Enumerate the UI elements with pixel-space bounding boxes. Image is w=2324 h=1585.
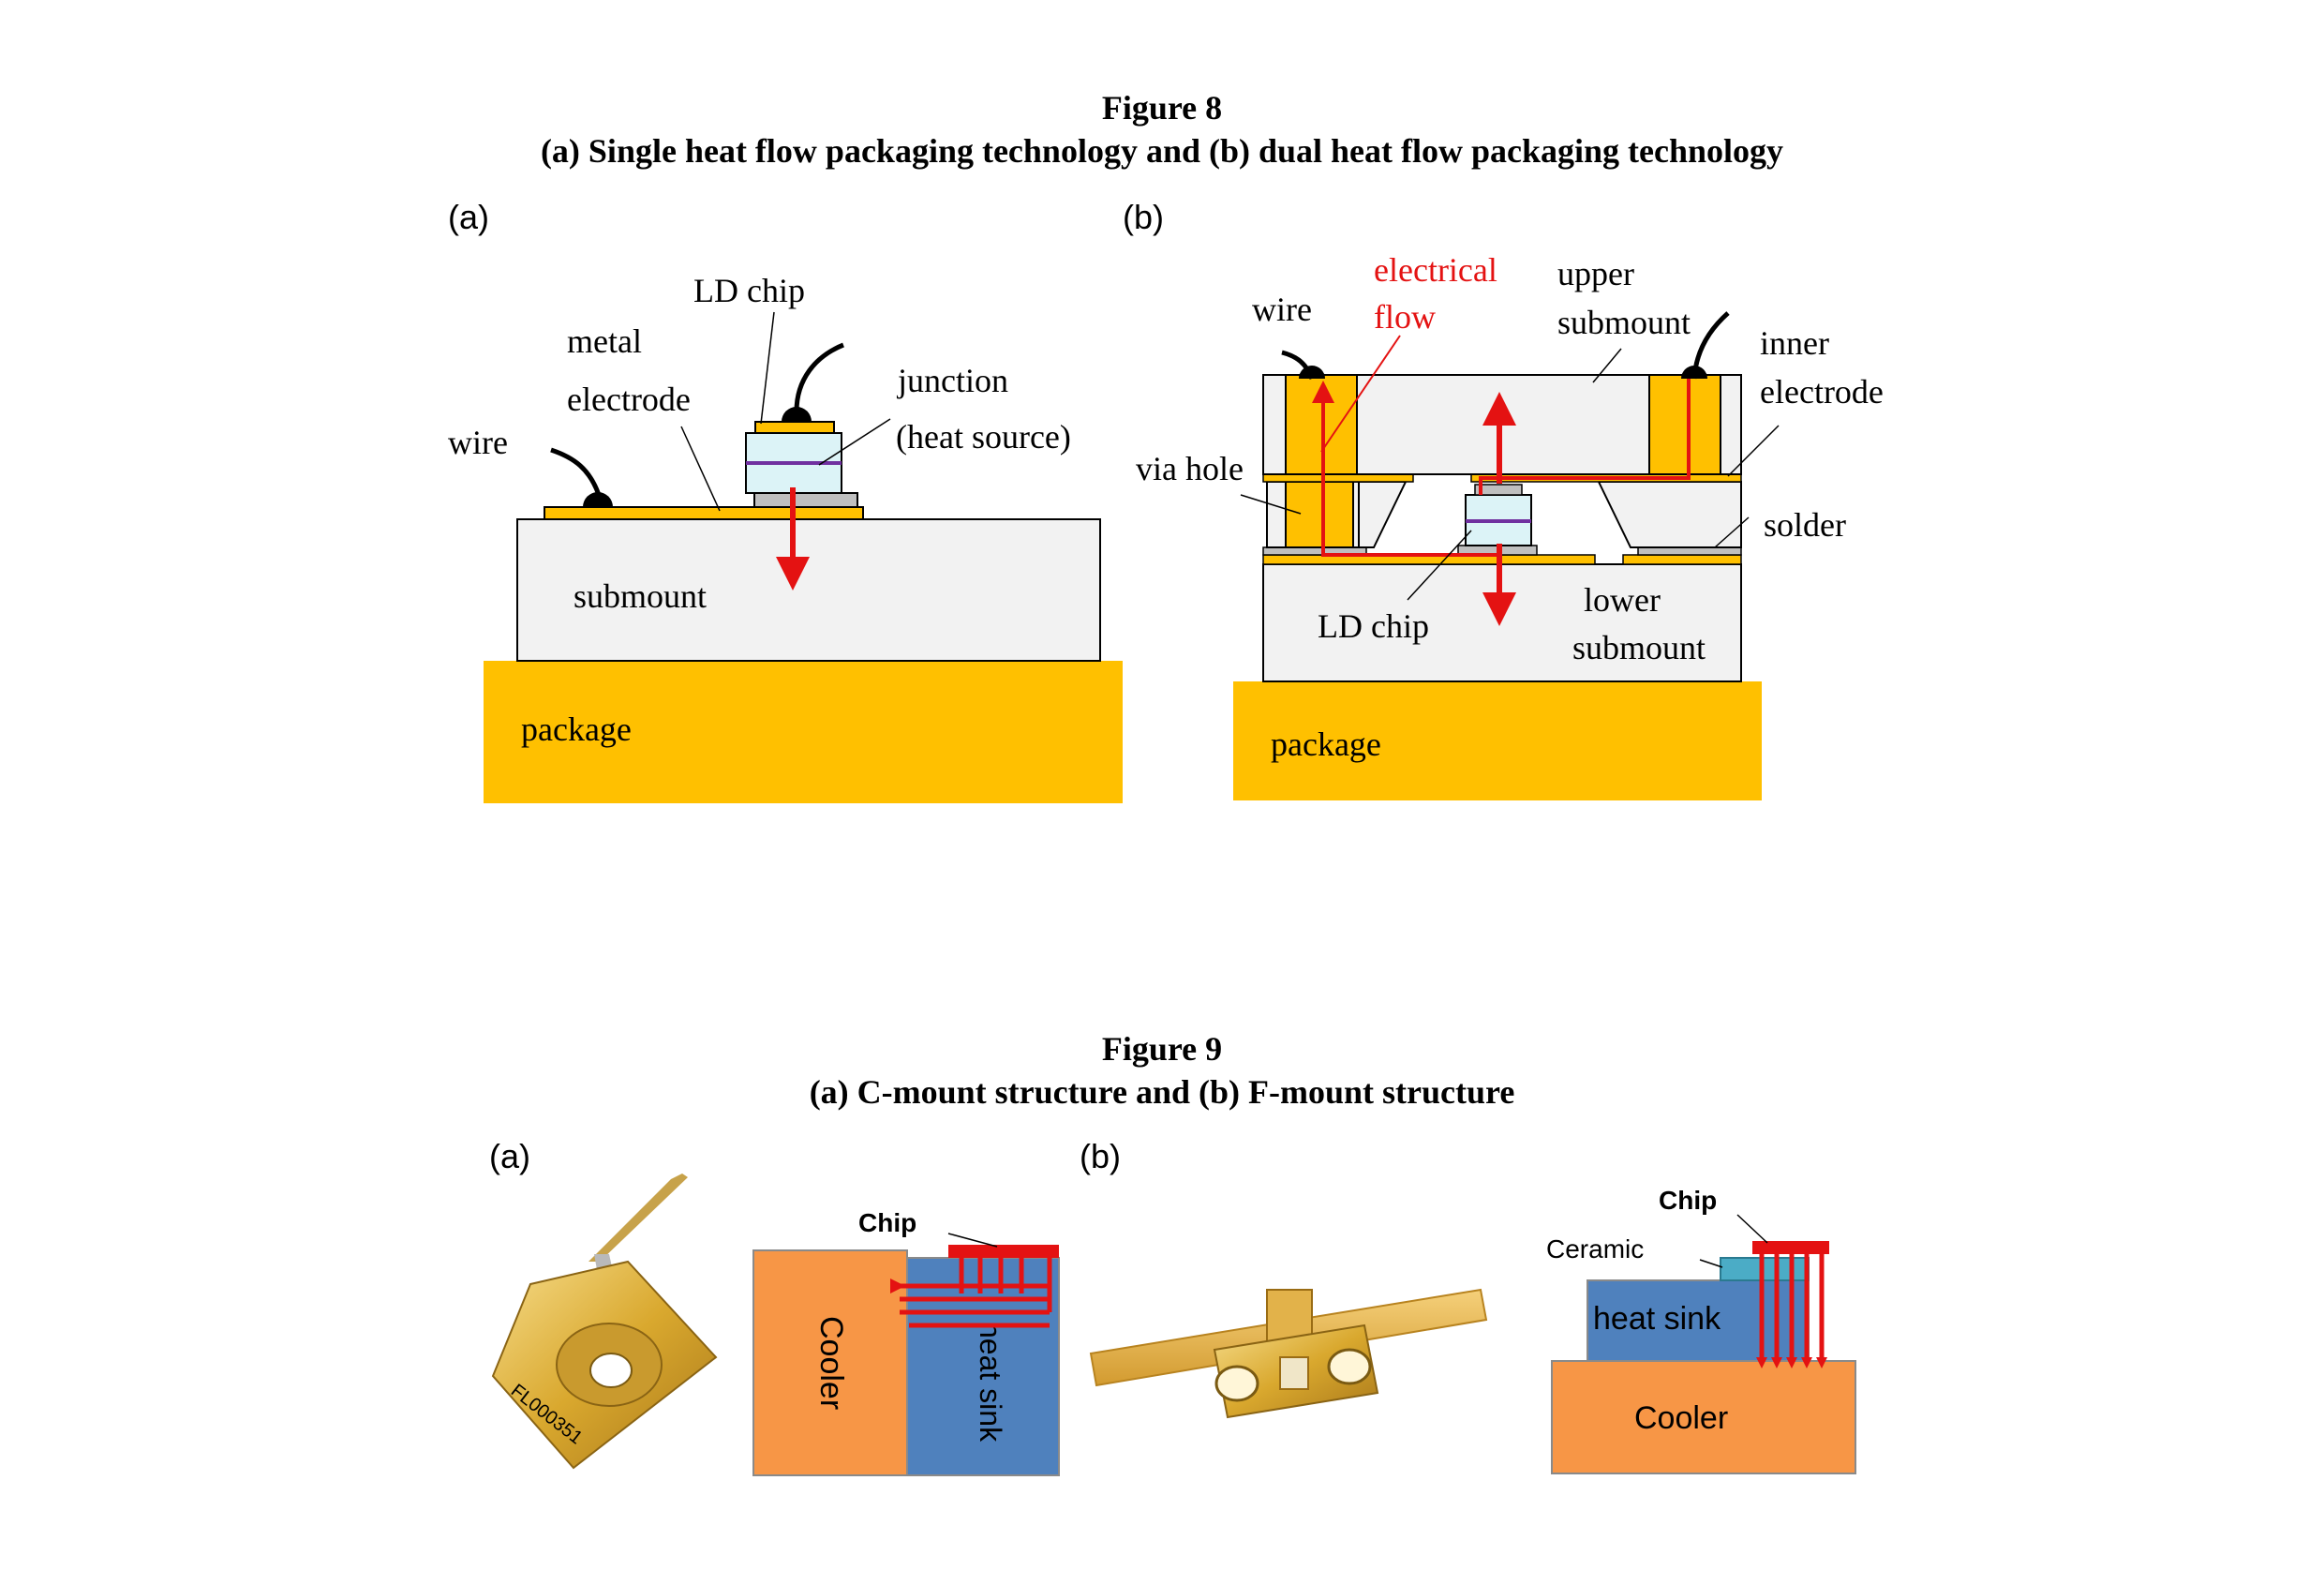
wire-bond-left xyxy=(583,492,613,507)
leader-inner-electrode xyxy=(1727,425,1780,477)
junction-label: junction xyxy=(896,362,1008,399)
chip-a xyxy=(948,1245,1059,1258)
inner-label: inner xyxy=(1760,324,1829,362)
panel-tag-8b: (b) xyxy=(1123,198,1164,236)
wire-bond-b-left xyxy=(1299,366,1325,379)
cooler-block-a xyxy=(752,1249,908,1476)
upper-label: upper xyxy=(1557,255,1634,292)
metal-electrode xyxy=(544,506,864,520)
leader-electrical-flow xyxy=(1320,335,1401,453)
wire-chip xyxy=(794,342,844,412)
leader-chip-a xyxy=(947,1233,998,1248)
heat-flow-arrowhead-a xyxy=(890,1278,905,1293)
heat-sink-label-a: heat sink xyxy=(974,1322,1007,1443)
leader-metal-electrode xyxy=(680,426,721,512)
ld-chip-label: LD chip xyxy=(693,272,805,309)
via-hole-upper-right xyxy=(1648,374,1721,475)
ceramic-block xyxy=(1720,1257,1810,1281)
upper-submount-label: submount xyxy=(1557,304,1691,341)
package-block-b xyxy=(1233,681,1762,800)
cooler-label-a: Cooler xyxy=(813,1316,849,1410)
leader-solder xyxy=(1714,516,1750,548)
electrical-label: electrical xyxy=(1374,251,1497,289)
leader-via-hole xyxy=(1240,494,1302,515)
inner-electrode-label: electrode xyxy=(1760,373,1884,411)
f-mount-hole-left xyxy=(1214,1365,1259,1402)
panel-tag-9b: (b) xyxy=(1080,1137,1121,1175)
c-mount-lead xyxy=(588,1174,688,1262)
lower-electrode-right xyxy=(1622,554,1742,565)
ld-chip-label-b: LD chip xyxy=(1318,607,1429,645)
heat-sink-label-b: heat sink xyxy=(1593,1301,1721,1337)
via-hole-label: via hole xyxy=(1136,450,1244,487)
flow-label: flow xyxy=(1374,298,1436,336)
heat-sink-block-a xyxy=(906,1257,1060,1476)
ceramic-label: Ceramic xyxy=(1546,1234,1644,1264)
leader-chip-b xyxy=(1736,1214,1768,1244)
leader-upper-submount xyxy=(1592,348,1622,383)
electrical-flow-path-right xyxy=(1479,379,1691,495)
f-mount-chip-window xyxy=(1279,1356,1309,1390)
figure8-caption: (a) Single heat flow packaging technolog… xyxy=(540,132,1784,170)
cooler-label-b: Cooler xyxy=(1634,1400,1728,1436)
heat-source-label: (heat source) xyxy=(896,418,1071,456)
leader-junction xyxy=(818,418,891,466)
electrode-label: electrode xyxy=(567,381,691,418)
wire-left xyxy=(550,447,603,499)
package-block xyxy=(484,661,1123,803)
metal-label: metal xyxy=(567,322,642,360)
wire-bond-b-right xyxy=(1681,366,1707,379)
lower-submount-label: submount xyxy=(1572,629,1706,666)
chip-top-electrode xyxy=(754,421,835,434)
upper-electrode-left xyxy=(1262,473,1414,483)
solder-label: solder xyxy=(1764,506,1846,544)
leader-ld-chip xyxy=(760,311,775,425)
heat-flow-arrowheads-b xyxy=(1756,1357,1827,1368)
electrical-flow-path-left xyxy=(1312,381,1499,557)
figure9-caption: (a) C-mount structure and (b) F-mount st… xyxy=(809,1073,1515,1111)
spacer-right xyxy=(1597,481,1742,548)
c-mount-photo: FL000351 xyxy=(491,1174,718,1470)
heat-flow-lines-b xyxy=(1759,1254,1825,1357)
spacer-left-taper xyxy=(1358,481,1408,548)
solder-pad xyxy=(753,492,858,508)
heat-flow-lines-a xyxy=(900,1258,1052,1328)
figure8-panel-a: (a) package submount LD chip metal elect… xyxy=(448,198,1123,803)
chip-label-b: Chip xyxy=(1659,1186,1717,1215)
f-mount-photo xyxy=(1089,1288,1488,1419)
chip-solder-top xyxy=(1474,484,1523,496)
chip-b xyxy=(1752,1241,1829,1254)
c-mount-hole xyxy=(589,1353,633,1388)
f-mount-hole-right xyxy=(1327,1348,1372,1385)
package-label-b: package xyxy=(1271,725,1381,763)
leader-ceramic xyxy=(1699,1259,1723,1268)
figure8-number: Figure 8 xyxy=(1101,89,1223,127)
submount-label: submount xyxy=(574,577,707,615)
wire-label: wire xyxy=(448,424,508,461)
heat-sink-block-b xyxy=(1587,1279,1810,1362)
chip-label-a: Chip xyxy=(858,1208,916,1237)
panel-tag-8a: (a) xyxy=(448,198,489,236)
leader-ld-chip-b xyxy=(1407,530,1472,601)
figure8-panel-b: (b) package lower submount LD chip xyxy=(1123,198,1884,800)
package-label: package xyxy=(521,710,632,748)
solder-lower-right xyxy=(1637,546,1742,556)
panel-tag-9a: (a) xyxy=(489,1137,530,1175)
via-hole-lower xyxy=(1285,481,1354,548)
figure9-number: Figure 9 xyxy=(1101,1030,1223,1068)
lower-label: lower xyxy=(1584,581,1661,619)
wire-bond-chip xyxy=(782,407,812,422)
wire-label-b: wire xyxy=(1252,291,1312,328)
figure9-panel-b: (b) Cooler heat sink xyxy=(1080,1137,1856,1474)
cooler-block-b xyxy=(1551,1360,1856,1474)
figure9-panel-a: (a) FL000351 Cooler heat sink Chip xyxy=(489,1137,1060,1476)
